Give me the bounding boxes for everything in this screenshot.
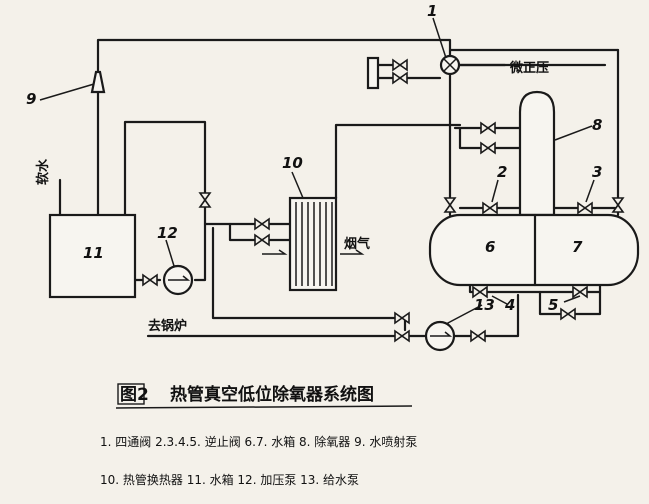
pipework xyxy=(58,38,620,338)
valve-return xyxy=(394,312,410,324)
ejector-vessel xyxy=(366,56,380,90)
label-2: 2 xyxy=(497,163,507,181)
valve-exchanger-in-1 xyxy=(254,218,270,230)
to-boiler-label: 去锅炉 xyxy=(148,318,187,334)
valve-exchanger-in-2 xyxy=(254,234,270,246)
pipe-ejector-top xyxy=(96,38,452,94)
valve-boiler xyxy=(394,330,410,342)
valve-branch-1 xyxy=(480,122,496,134)
pipe-tank-bottom xyxy=(468,280,602,294)
valve-right-header xyxy=(612,197,624,213)
water-tank-11 xyxy=(48,213,137,299)
title-underline xyxy=(115,405,413,409)
label-7: 7 xyxy=(572,238,583,256)
figure-number: 图2 xyxy=(120,385,149,405)
valve-pressure-1 xyxy=(392,59,408,71)
flue-gas-out-arrow xyxy=(340,249,365,255)
label-5: 5 xyxy=(548,296,558,314)
pipe-to-exchanger-lower xyxy=(228,222,292,242)
label-11: 11 xyxy=(83,244,104,262)
pipe-pump12-loop xyxy=(123,120,207,282)
check-valve-3 xyxy=(577,202,593,214)
leader-lines xyxy=(39,17,595,325)
valve-pressure-2 xyxy=(392,72,408,84)
label-12: 12 xyxy=(157,224,178,242)
flue-gas-in-arrow xyxy=(262,249,288,255)
label-4: 4 xyxy=(504,296,515,314)
soft-water-label: 软水 xyxy=(35,158,51,185)
pipe-exchanger-top xyxy=(334,123,462,200)
check-valve-5 xyxy=(572,286,588,298)
legend-line-2: 10. 热管换热器 11. 水箱 12. 加压泵 13. 给水泵 xyxy=(100,472,359,487)
pipe-branch-lower xyxy=(458,126,522,150)
valve-loop xyxy=(199,192,211,208)
label-9: 9 xyxy=(26,90,36,108)
label-1: 1 xyxy=(427,2,437,20)
valve-bypass-5 xyxy=(560,308,576,320)
four-way-cross-b xyxy=(442,57,458,73)
legend-line-1: 1. 四通阀 2.3.4.5. 逆止阀 6.7. 水箱 8. 除氧器 9. 水喷… xyxy=(100,434,417,449)
pump-12-arrow xyxy=(168,275,191,281)
label-10: 10 xyxy=(282,154,303,172)
flue-gas-label: 烟气 xyxy=(344,236,370,252)
label-8: 8 xyxy=(592,116,602,134)
label-13: 13 xyxy=(474,296,495,314)
figure-title: 热管真空低位除氧器系统图 xyxy=(170,384,374,405)
figure-box xyxy=(117,383,145,405)
valve-left-header xyxy=(444,197,456,213)
label-6: 6 xyxy=(485,238,495,256)
deaerator-8 xyxy=(518,90,556,217)
check-valve-2 xyxy=(482,202,498,214)
pipe-exchanger-return xyxy=(211,226,407,332)
heat-pipe-exchanger-10 xyxy=(288,196,338,292)
valve-pump13-out xyxy=(470,330,486,342)
label-3: 3 xyxy=(592,163,602,181)
pump-13-arrow xyxy=(430,331,453,337)
valve-pump12 xyxy=(142,274,158,286)
valve-branch-2 xyxy=(480,142,496,154)
exchanger-tubes xyxy=(295,202,333,286)
pressure-label: 微正压 xyxy=(509,60,549,76)
water-ejector-9 xyxy=(90,70,106,94)
